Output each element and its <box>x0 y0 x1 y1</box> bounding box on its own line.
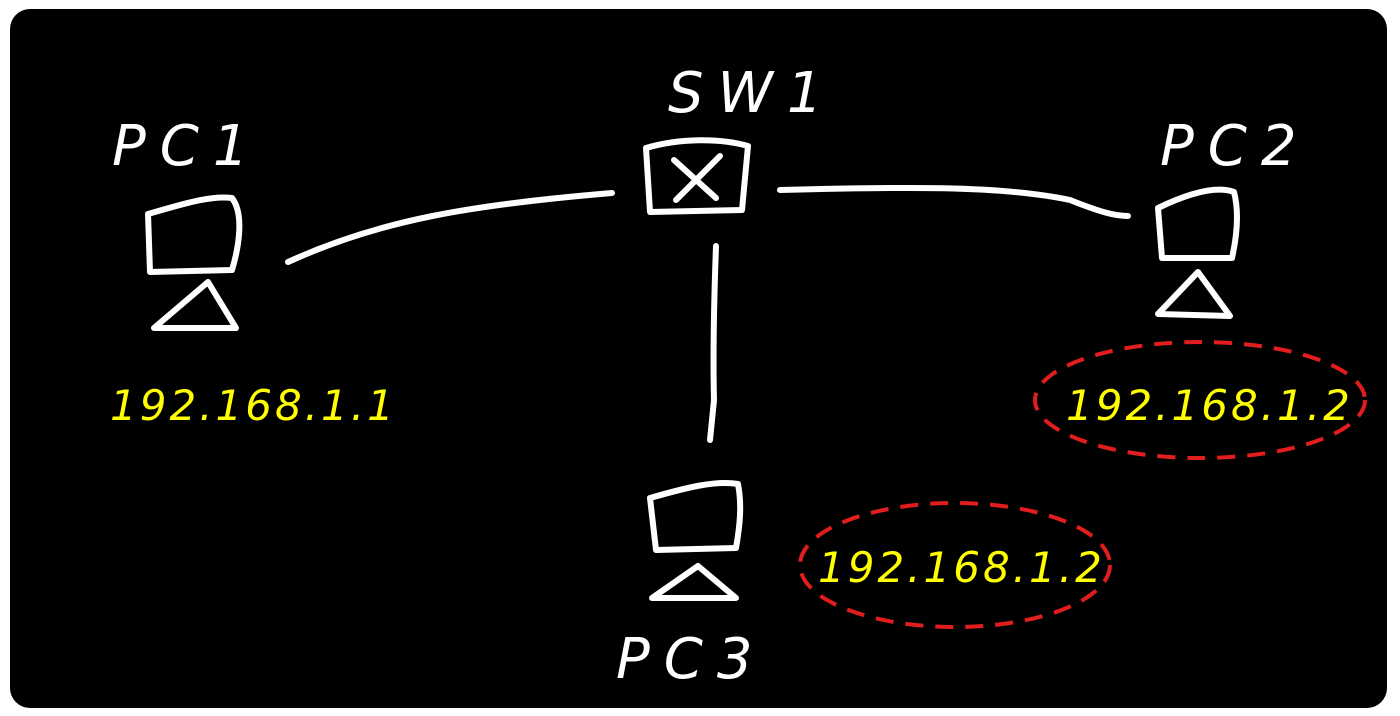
pc1-ip: 192.168.1.1 <box>110 381 397 430</box>
pc2-label: PC2 <box>1160 114 1311 179</box>
pc2-ip: 192.168.1.2 <box>1066 381 1353 430</box>
pc-node-pc3[interactable]: 192.168.1.2 PC3 <box>616 479 1112 692</box>
link-sw1-pc3 <box>707 243 719 443</box>
pc1-label: PC1 <box>112 114 263 179</box>
diagram-board <box>10 9 1387 708</box>
link-sw1-pc2 <box>777 184 1131 219</box>
network-switch-icon <box>643 137 751 215</box>
pc3-ip: 192.168.1.2 <box>818 543 1105 592</box>
pc-node-pc1[interactable]: PC1 192.168.1.1 <box>110 114 397 430</box>
pc2-ip-highlight <box>1033 340 1367 460</box>
pc3-label: PC3 <box>616 627 767 692</box>
pc3-ip-highlight <box>798 501 1112 629</box>
computer-monitor-icon <box>1155 186 1241 319</box>
switch-node-sw1[interactable]: SW1 <box>643 61 837 215</box>
computer-monitor-icon <box>647 479 744 601</box>
sw1-label: SW1 <box>668 61 837 126</box>
computer-monitor-icon <box>145 194 243 331</box>
link-pc1-sw1 <box>285 190 615 265</box>
pc-node-pc2[interactable]: PC2 192.168.1.2 <box>1033 114 1367 460</box>
